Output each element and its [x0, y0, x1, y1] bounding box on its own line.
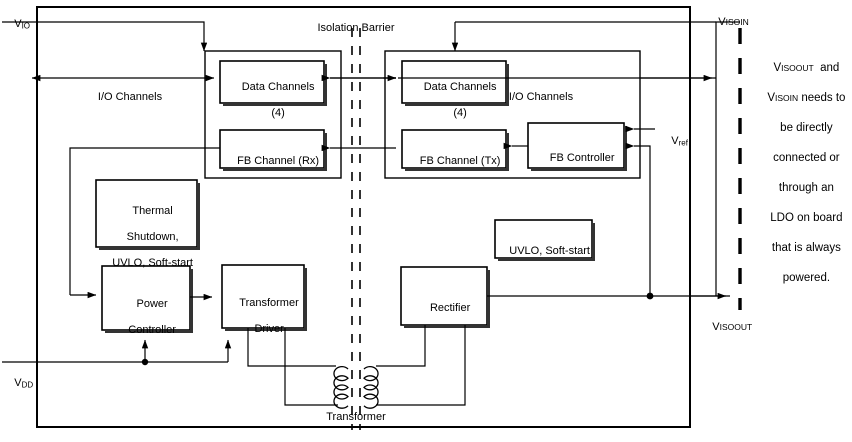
transformer-label: Transformer	[326, 411, 386, 423]
io-channels-label-right: I/O Channels	[508, 91, 574, 103]
wire-visoin-supply	[451, 21, 740, 296]
pin-label-vref-sub: ref	[678, 138, 688, 148]
fb-ctrl-line1: FB Controller	[549, 152, 615, 164]
group-box-primary-side	[204, 50, 342, 179]
block-label-data-channels-right: Data Channels (4)	[402, 68, 506, 133]
block-transformer-driver-shape	[221, 264, 307, 331]
pin-label-vdd-base: V	[14, 377, 22, 389]
dc-right-line1: Data Channels	[423, 81, 497, 93]
transformer-coil-primary	[333, 365, 349, 409]
note-line-8: powered.	[782, 272, 831, 284]
transformer-coil-secondary	[363, 365, 379, 409]
pin-label-visoin-base: V	[718, 16, 726, 28]
pin-label-vdd: VDD	[2, 364, 33, 404]
chip-outline	[36, 6, 691, 428]
wire-fb-rx-to-power-controller	[69, 147, 220, 299]
block-fb-controller-shape	[527, 122, 627, 171]
wire-rectifier-to-visoout	[487, 292, 730, 300]
block-label-thermal-shutdown: Thermal Shutdown, UVLO, Soft-start	[96, 192, 197, 283]
note-line-2: VISOIN needs to	[767, 92, 846, 104]
block-thermal-shutdown-shape	[95, 179, 200, 250]
dc-left-line1: Data Channels	[241, 81, 315, 93]
block-power-controller-shape	[101, 265, 193, 333]
block-label-transformer-driver: Transformer Driver	[218, 284, 308, 349]
block-label-fb-channel-tx: FB Channel (Tx)	[402, 142, 506, 181]
pin-label-visoin: VISOIN	[706, 3, 749, 42]
wire-secondary-winding-top	[376, 325, 426, 367]
pin-label-vref-base: V	[671, 135, 679, 147]
fb-rx-line1: FB Channel (Rx)	[237, 155, 320, 167]
pc-line1: Power	[136, 298, 168, 310]
wire-primary-winding-top	[247, 328, 336, 367]
thermal-line2: Shutdown,	[126, 231, 179, 243]
pin-label-visoout-base: V	[712, 321, 720, 333]
block-label-power-controller: Power Controller	[102, 285, 190, 350]
fb-tx-line1: FB Channel (Tx)	[419, 155, 501, 167]
io-channels-label-left: I/O Channels	[97, 91, 163, 103]
block-data-channels-left-shape	[219, 60, 327, 106]
block-label-rectifier: Rectifier	[401, 289, 487, 328]
external-connection-note: VISOOUT and VISOIN needs to be directly …	[752, 46, 848, 301]
pin-label-visoin-sub: ISOIN	[725, 17, 749, 27]
dc-left-line2: (4)	[271, 107, 285, 119]
rect-line1: Rectifier	[429, 302, 471, 314]
pin-label-visoout: VISOOUT	[700, 308, 752, 347]
note-line-1: VISOOUT and	[773, 62, 840, 74]
wire-visoout-feedback-to-fb-controller	[625, 142, 651, 296]
pin-label-vdd-sub: DD	[21, 380, 34, 390]
dc-right-line2: (4)	[453, 107, 467, 119]
pc-line2: Controller	[128, 324, 176, 336]
td-line1: Transformer	[239, 297, 299, 309]
isolation-barrier-dashed-line	[351, 28, 361, 430]
block-rectifier-shape	[400, 266, 490, 328]
wire-vio-supply	[2, 21, 208, 52]
td-line2: Driver	[254, 323, 284, 335]
block-label-fb-channel-rx: FB Channel (Rx)	[220, 142, 324, 181]
pin-label-vio-base: V	[14, 18, 22, 30]
wire-secondary-winding-bottom	[376, 325, 466, 406]
block-fb-channel-tx-shape	[401, 129, 509, 171]
uvlo-line1: UVLO, Soft-start	[509, 245, 590, 257]
block-label-uvlo-softstart: UVLO, Soft-start	[495, 232, 592, 271]
pin-label-vio: VIO	[2, 5, 30, 45]
pin-label-visoout-sub: ISOOUT	[719, 322, 753, 332]
note-line-5: through an	[778, 182, 834, 194]
group-box-secondary-side	[384, 50, 641, 179]
pin-label-vio-sub: IO	[21, 21, 31, 31]
note-line-3: be directly	[780, 122, 833, 134]
block-label-data-channels-left: Data Channels (4)	[220, 68, 324, 133]
note-line-4: connected or	[773, 152, 840, 164]
pin-label-vref: Vref	[659, 122, 688, 162]
thermal-line1: Thermal	[132, 205, 173, 217]
thermal-line3: UVLO, Soft-start	[112, 257, 193, 269]
isolation-barrier-label: Isolation Barrier	[317, 22, 395, 34]
note-line-7: that is always	[771, 242, 841, 254]
block-label-fb-controller: FB Controller	[528, 139, 624, 178]
block-data-channels-right-shape	[401, 60, 509, 106]
note-line-6: LDO on board	[770, 212, 843, 224]
block-uvlo-softstart-shape	[494, 219, 595, 261]
wire-primary-winding-bottom	[284, 328, 338, 406]
wire-vdd-supply	[2, 339, 232, 366]
